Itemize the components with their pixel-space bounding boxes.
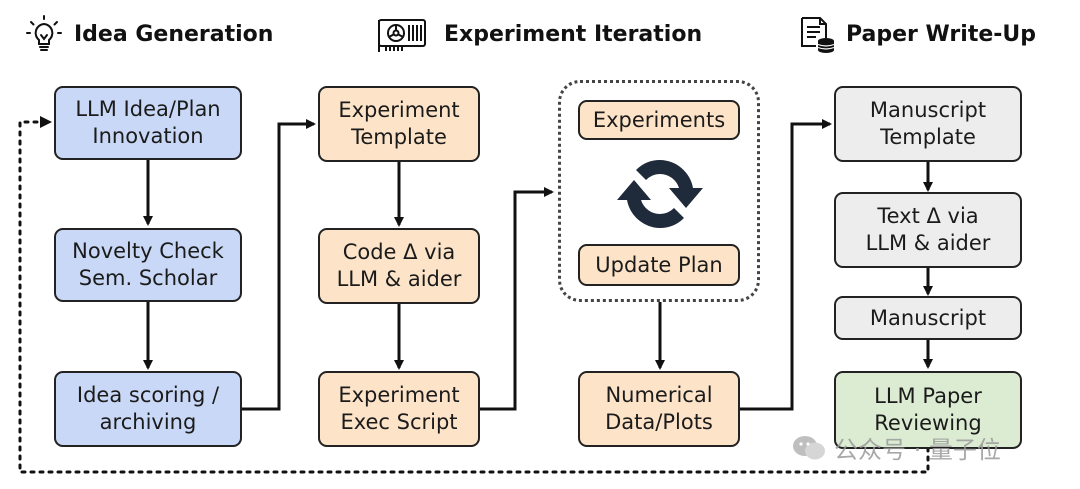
lightbulb-icon: [26, 15, 62, 51]
review-line2: Reviewing: [874, 411, 982, 435]
code-delta-line2: LLM & aider: [336, 267, 462, 291]
update-plan-box: Update Plan: [578, 244, 740, 286]
header-experiment-title: Experiment Iteration: [444, 21, 703, 47]
header-paper-write-up: Paper Write-Up: [796, 14, 1036, 54]
watermark-text: 公众号 · 量子位: [834, 436, 1001, 464]
feedback-loop-line: [18, 120, 930, 474]
header-idea-title: Idea Generation: [74, 21, 274, 47]
arrow-results-to-paper: [740, 119, 832, 411]
header-paper-title: Paper Write-Up: [846, 21, 1037, 47]
update-plan-label: Update Plan: [595, 252, 723, 277]
manuscript-template-line2: Template: [880, 125, 976, 149]
document-database-icon: [801, 17, 835, 53]
text-delta-line1: Text Δ via: [877, 204, 979, 228]
idea-scoring-line2: archiving: [99, 410, 197, 434]
feedback-arrowhead: [40, 116, 52, 128]
review-line1: LLM Paper: [874, 384, 982, 408]
header-idea-generation: Idea Generation: [24, 14, 273, 54]
code-delta-line1: Code Δ via: [342, 240, 456, 264]
text-delta-line2: LLM & aider: [865, 231, 991, 255]
llm-idea-line2: Innovation: [92, 124, 204, 148]
idea-scoring-box: Idea scoring / archiving: [54, 371, 242, 447]
novelty-line1: Novelty Check: [72, 239, 224, 263]
llm-idea-line1: LLM Idea/Plan: [75, 97, 221, 121]
arrow-idea-to-experiment: [242, 119, 316, 411]
manuscript-template-line1: Manuscript: [869, 98, 987, 122]
refresh-cycle-icon: [617, 160, 703, 228]
iteration-loop-group: [558, 80, 760, 302]
novelty-line2: Sem. Scholar: [78, 266, 218, 290]
arrow-exp-to-group: [480, 187, 554, 411]
manuscript-box: Manuscript: [834, 296, 1022, 340]
wechat-icon: [793, 435, 825, 459]
numerical-line1: Numerical: [605, 383, 713, 407]
exec-line1: Experiment: [338, 383, 460, 407]
exp-template-line1: Experiment: [338, 98, 460, 122]
wechat-watermark: 公众号 · 量子位: [792, 430, 1001, 465]
experiments-label: Experiments: [592, 107, 726, 132]
idea-scoring-line1: Idea scoring /: [76, 383, 220, 407]
experiments-box: Experiments: [578, 100, 740, 140]
manuscript-label: Manuscript: [869, 305, 987, 330]
exp-template-line2: Template: [351, 125, 447, 149]
gpu-card-icon: [378, 19, 426, 52]
exec-line2: Exec Script: [340, 410, 458, 434]
header-experiment-iteration: Experiment Iteration: [374, 14, 702, 54]
numerical-line2: Data/Plots: [605, 410, 713, 434]
